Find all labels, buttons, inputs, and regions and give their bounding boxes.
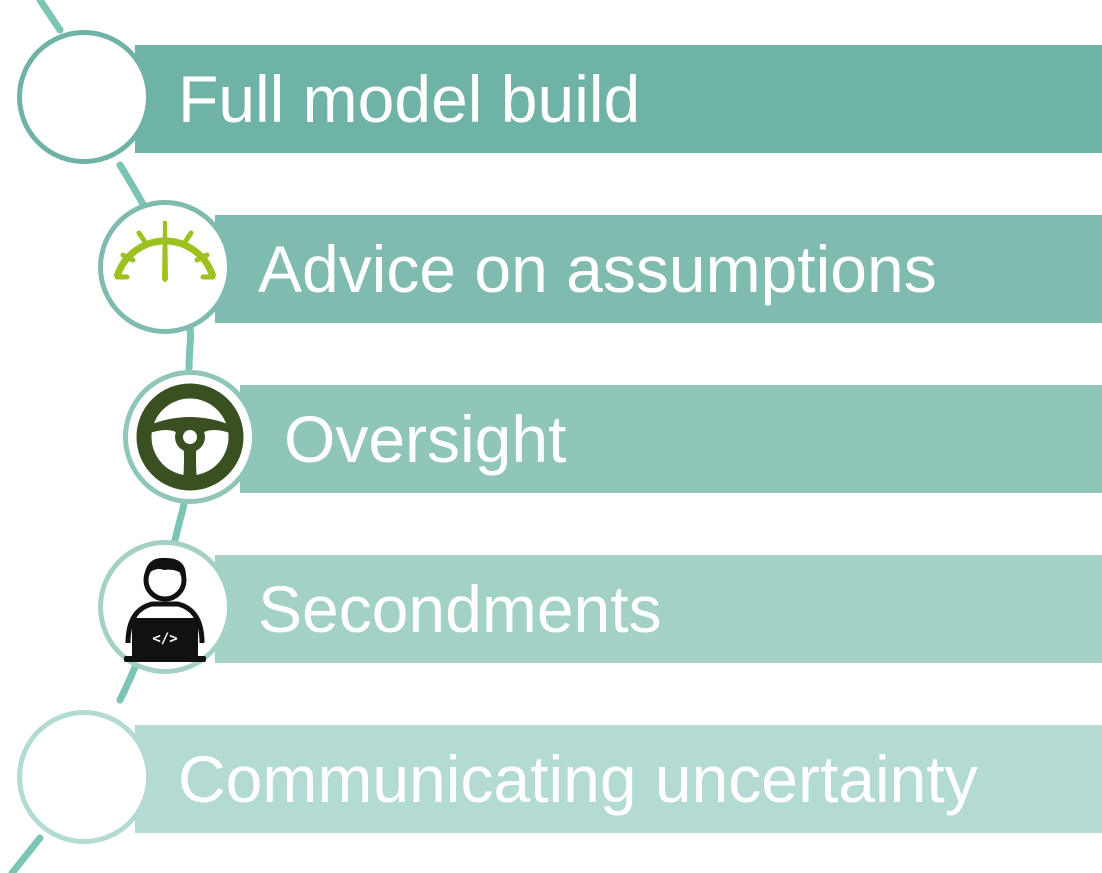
band-oversight: Oversight — [240, 385, 1102, 493]
band-advice-on-assumptions: Advice on assumptions — [215, 215, 1102, 323]
node-circle-5 — [17, 710, 151, 844]
band-label: Advice on assumptions — [258, 232, 937, 306]
node-circle-4: </> — [98, 540, 232, 674]
node-circle-1 — [17, 30, 151, 164]
node-circle-3 — [123, 370, 257, 504]
band-secondments: Secondments — [215, 555, 1102, 663]
svg-text:</>: </> — [152, 631, 177, 647]
node-circle-2 — [98, 200, 232, 334]
band-label: Secondments — [258, 572, 662, 646]
developer-laptop-icon: </> — [124, 557, 206, 662]
band-communicating-uncertainty: Communicating uncertainty — [135, 725, 1102, 833]
band-label: Full model build — [178, 62, 641, 136]
band-full-model-build: Full model build — [135, 45, 1102, 153]
band-label: Communicating uncertainty — [178, 742, 978, 816]
gauge-icon — [113, 221, 217, 282]
band-label: Oversight — [284, 402, 567, 476]
steering-wheel-icon — [136, 383, 244, 491]
